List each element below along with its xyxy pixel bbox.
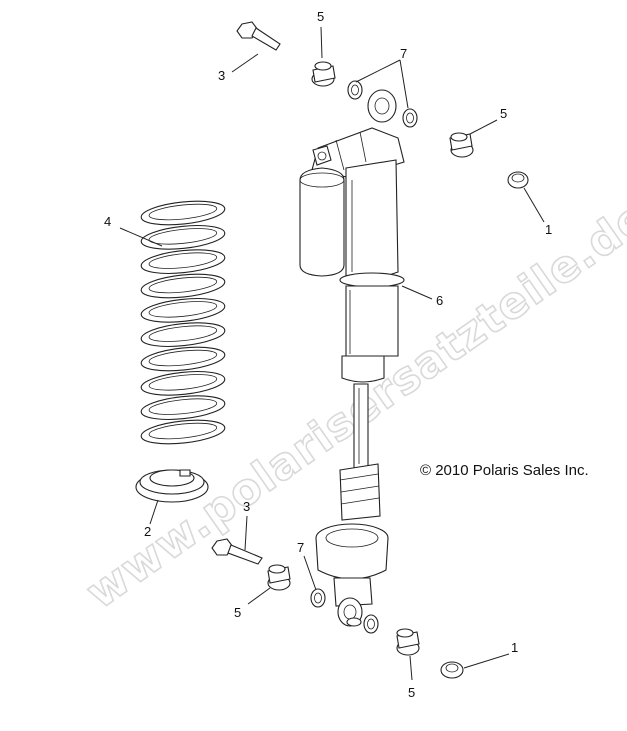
copyright-text: © 2010 Polaris Sales Inc. [420,462,589,479]
callout-nut-right: 5 [500,106,507,121]
spring-coil-inner [148,228,218,245]
spring-coil [140,249,226,275]
spring-coil [140,322,226,348]
callout-spring: 4 [104,214,111,229]
spring-coil [140,370,226,396]
spring-coil-inner [148,374,218,391]
flange-nut-icon [267,564,291,591]
spring-coil [140,297,226,323]
spring-retainer-icon [135,469,209,503]
spring-coil-inner [148,301,218,318]
o-ring-icon [347,80,363,100]
callout-shock-body: 6 [436,293,443,308]
washer-icon [507,171,529,189]
spring-coil [140,395,226,421]
coil-spring-icon [140,200,226,445]
shock-absorber-icon [299,89,405,627]
spring-coil-inner [148,252,218,269]
callout-washer-right: 1 [545,222,552,237]
o-ring-icon [363,614,379,634]
spring-coil [140,224,226,250]
flange-nut-icon [396,628,420,656]
callout-bolt-upper: 3 [218,68,225,83]
callout-nut-lower: 5 [408,685,415,700]
spring-coil-inner [148,349,218,367]
callout-oring-lower: 7 [297,540,304,555]
spring-coil [140,346,226,372]
spring-coil-inner [148,276,218,294]
leader-lines [119,26,545,681]
spring-coil [140,419,226,445]
flange-nut-icon [449,132,474,158]
o-ring-icon [310,588,326,608]
callout-bolt-lower: 3 [243,499,250,514]
o-ring-icon [402,108,418,128]
washer-icon [440,661,464,679]
flange-nut-icon [311,61,336,87]
callout-nut-upper: 5 [317,9,324,24]
callout-washer-lower: 1 [511,640,518,655]
spring-coil [140,200,226,226]
spring-coil-inner [148,422,218,440]
spring-coil-inner [148,203,218,221]
spring-coil [140,273,226,299]
spring-coil-inner [148,325,218,342]
callout-spring-retainer: 2 [144,524,151,539]
spring-coil-inner [148,398,218,415]
callout-oring-upper: 7 [400,46,407,61]
bolt-icon [236,21,281,51]
callout-nut-lower-left: 5 [234,605,241,620]
bolt-icon [211,538,263,565]
